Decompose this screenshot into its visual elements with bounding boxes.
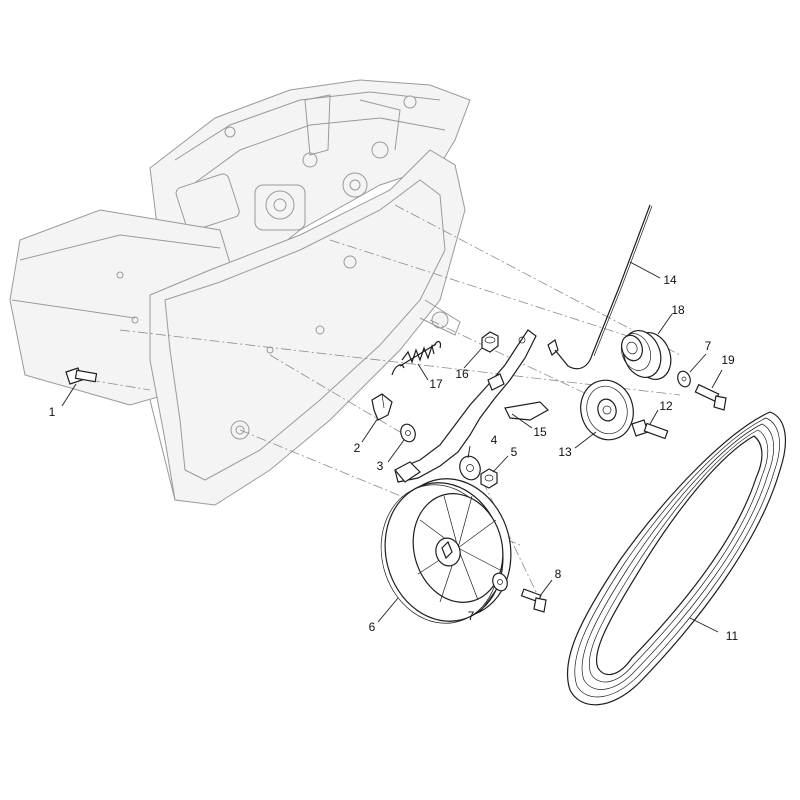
drive-belt-part-11 — [566, 411, 787, 706]
bolt-part-1 — [65, 367, 98, 385]
bolt-part-12 — [631, 419, 669, 440]
callout-8: 8 — [555, 567, 562, 581]
washer-part-7-upper — [677, 370, 691, 388]
drive-pulley-part-6 — [380, 478, 512, 624]
idler-pulley-part-13 — [580, 379, 634, 441]
callout-3: 3 — [377, 459, 384, 473]
callout-11: 11 — [726, 629, 739, 643]
idler-arm-part-15 — [394, 329, 559, 483]
nut-part-16 — [481, 331, 499, 353]
callout-18: 18 — [671, 303, 685, 317]
spring-part-17 — [391, 340, 442, 376]
nut-part-5 — [480, 468, 498, 489]
callout-15: 15 — [533, 425, 547, 439]
callout-5: 5 — [511, 445, 518, 459]
bolt-part-8 — [520, 588, 547, 613]
machine-frame-outline — [9, 79, 471, 506]
washer-part-4 — [459, 455, 481, 481]
rod-part-14 — [554, 204, 653, 370]
callout-7-upper: 7 — [705, 339, 712, 353]
callout-labels: 1 2 3 4 5 6 7 7 8 11 12 13 14 15 16 17 1… — [49, 273, 739, 643]
callout-6: 6 — [369, 620, 376, 634]
callout-16: 16 — [455, 367, 469, 381]
callout-2: 2 — [354, 441, 361, 455]
washer-part-7-lower — [492, 572, 508, 592]
callout-1: 1 — [49, 405, 56, 419]
callout-12: 12 — [659, 399, 673, 413]
callout-7-lower: 7 — [468, 609, 475, 623]
callout-14: 14 — [663, 273, 677, 287]
washer-part-3 — [400, 423, 416, 443]
callout-4: 4 — [491, 433, 498, 447]
callout-19: 19 — [721, 353, 735, 367]
callout-leaders — [61, 261, 723, 633]
callout-17: 17 — [429, 377, 443, 391]
pulley-part-18 — [620, 330, 672, 380]
bolt-part-19 — [694, 383, 727, 411]
callout-13: 13 — [558, 445, 572, 459]
bracket-part-2 — [371, 393, 393, 421]
